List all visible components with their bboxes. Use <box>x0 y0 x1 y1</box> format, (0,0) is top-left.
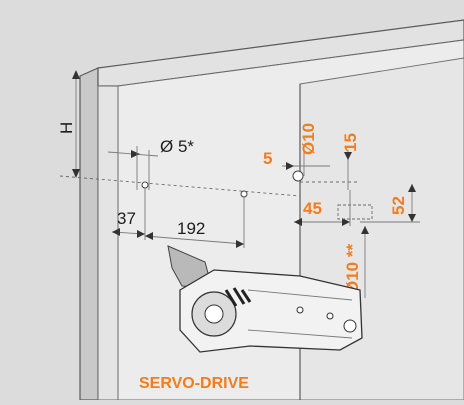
dim-45-label: 45 <box>303 199 322 218</box>
hole-arrow-left <box>131 150 140 158</box>
unit-screw-2 <box>326 312 334 320</box>
front-hole <box>292 170 304 182</box>
dim-192-label: 192 <box>177 219 205 238</box>
unit-hub <box>204 304 224 324</box>
dim-192-arrow-right <box>236 240 244 248</box>
servo-drive-unit <box>167 245 363 353</box>
dim-45-arrow-left <box>294 218 302 226</box>
hole-1 <box>141 181 149 189</box>
unit-screw-3 <box>343 319 357 333</box>
hole-2 <box>240 190 248 198</box>
hole-diameter-label: Ø 5* <box>160 137 194 156</box>
dim-192-arrow-left <box>145 232 153 240</box>
height-arrow-top <box>72 70 80 79</box>
height-label: H <box>57 122 76 134</box>
dim-37-arrow-right <box>137 230 145 238</box>
drill-line <box>59 175 301 197</box>
dim-37-label: 37 <box>117 209 136 228</box>
dim-52-arrow-top <box>408 184 416 192</box>
height-arrow-bottom <box>72 169 80 178</box>
diameter-10-side-label: Ø10 ** <box>343 244 362 294</box>
unit-rail-top <box>247 289 353 301</box>
front-5-arrow <box>286 162 294 170</box>
dim-52-label: 52 <box>389 196 408 215</box>
dim-52-arrow-bottom <box>408 214 416 222</box>
unit-rail-bottom <box>247 329 353 339</box>
diameter-10-top-label: Ø10 <box>299 123 318 155</box>
dim-192-line <box>144 235 245 245</box>
inner-side-wall <box>97 85 119 401</box>
unit-grip <box>224 287 252 307</box>
side-hole-arrow <box>361 226 369 234</box>
dim-15-label: 15 <box>341 133 360 152</box>
unit-screw-1 <box>296 306 304 314</box>
front-5-label: 5 <box>263 149 272 168</box>
product-label: SERVO-DRIVE <box>139 375 249 392</box>
dim-15-arrow <box>344 152 352 160</box>
dim-45-arrow-right <box>342 218 350 226</box>
dim-37-arrow-left <box>112 228 120 236</box>
side-panel-edge <box>79 67 99 401</box>
side-hole-outline <box>337 204 373 220</box>
